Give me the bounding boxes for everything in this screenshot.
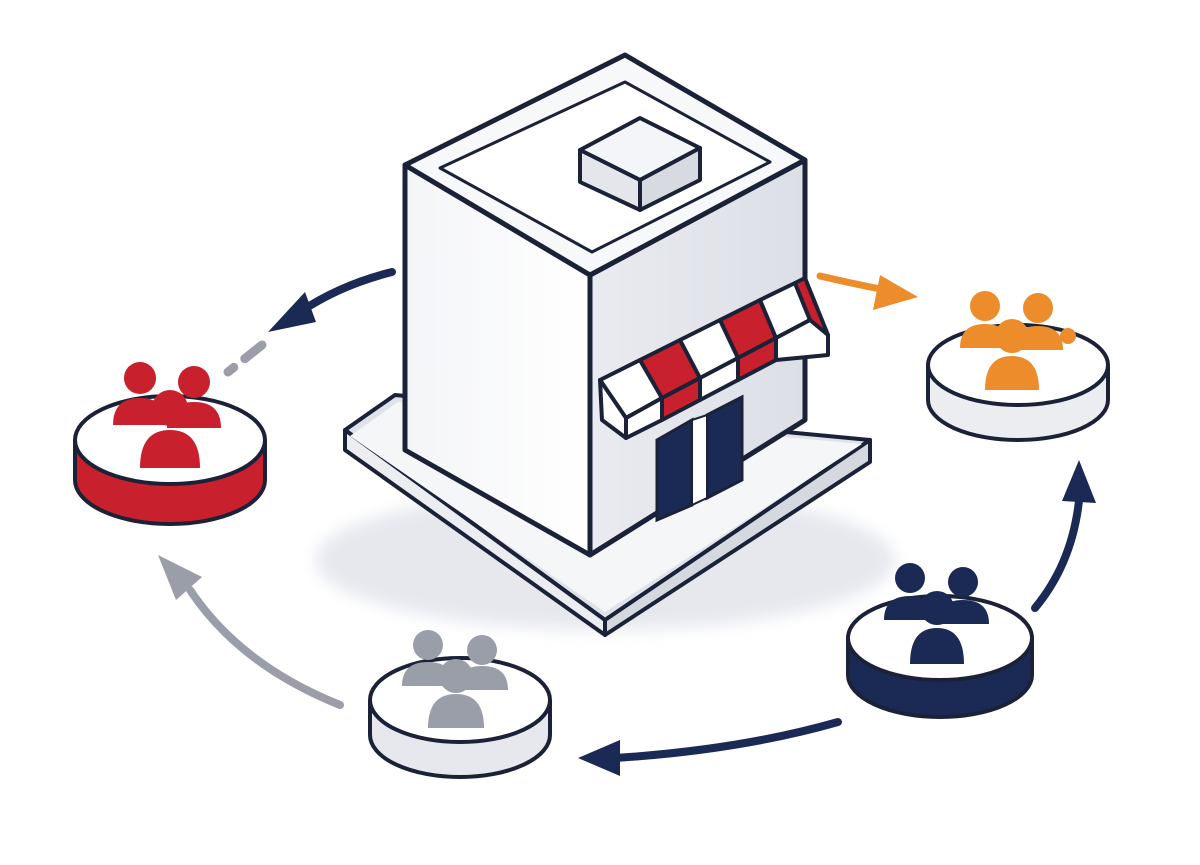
customers-icon <box>402 630 508 728</box>
customers-icon <box>960 291 1076 390</box>
customers-icon <box>113 362 221 468</box>
flow-arrow-gray-to-red <box>158 555 344 709</box>
flow-arrow-store-to-orange <box>816 272 918 310</box>
flow-arrow-navy-to-orange <box>1031 460 1096 612</box>
flow-arrow-navy-to-gray <box>578 718 842 776</box>
customers-icon <box>884 563 989 664</box>
flow-arrow-store-to-red <box>223 268 396 377</box>
storefront-awning <box>598 276 830 440</box>
store-building <box>315 52 895 637</box>
customer-group-gray <box>368 630 552 779</box>
customer-group-red <box>73 362 267 526</box>
customer-group-orange <box>926 291 1110 442</box>
store-doors <box>655 394 744 523</box>
customer-group-navy <box>846 563 1034 719</box>
rooftop-unit <box>578 116 702 212</box>
